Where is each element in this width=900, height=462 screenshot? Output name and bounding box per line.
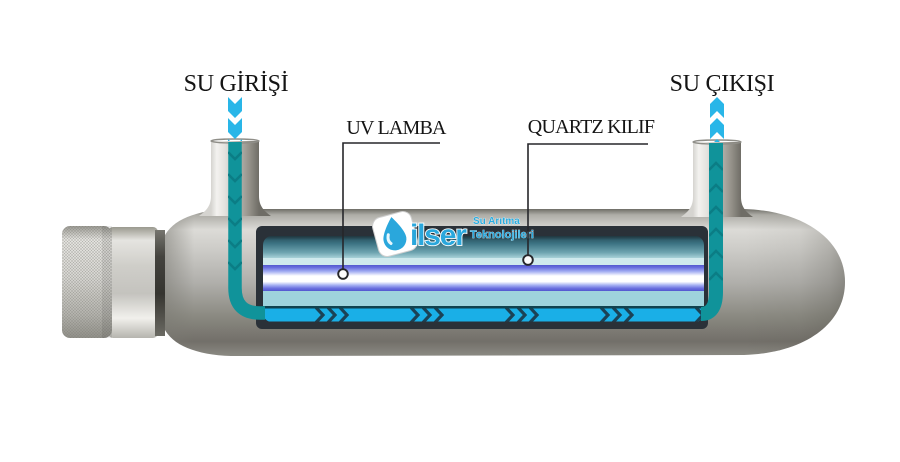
body-cone-shade [164, 209, 231, 356]
water-top-band [263, 236, 704, 258]
dome-shade [744, 209, 845, 355]
logo-tagline-2: Teknolojileri [470, 229, 534, 241]
water-drop-highlight [386, 233, 393, 245]
quartz-callout-dot [522, 254, 534, 266]
label-water-inlet: SU GİRİŞİ [183, 71, 289, 97]
uv-lamp-glow [263, 265, 704, 291]
label-water-outlet: SU ÇIKIŞI [669, 71, 775, 97]
label-uv-lamp: UV LAMBA [346, 117, 446, 139]
knurl-shadow [102, 226, 112, 338]
logo-brand: ilser [410, 219, 467, 252]
cutaway-inner-shadow [263, 236, 704, 240]
outlet-flow-notches [709, 150, 723, 286]
label-quartz-sleeve: QUARTZ KILIF [527, 116, 655, 138]
callouts [337, 142, 648, 280]
quartz-callout-line [527, 143, 648, 255]
cap-oring [155, 230, 165, 336]
cap-collar [108, 227, 158, 338]
uv-lamp-callout-dot [337, 268, 349, 280]
cutaway-window [256, 226, 708, 329]
water-flow-path [228, 142, 723, 321]
quartz-sleeve-bottom [263, 291, 704, 306]
logo-tagline-1: Su Arıtma [473, 216, 520, 227]
quartz-sleeve-top [263, 258, 704, 265]
outlet-flow-elbow [700, 143, 723, 321]
inlet-arrow [228, 97, 242, 141]
inlet-flow-notches [228, 146, 242, 282]
uv-lamp-callout-line [342, 142, 440, 269]
ilser-logo: ilser Su Arıtma Teknolojileri [372, 211, 534, 257]
knurled-texture [62, 226, 112, 338]
flow-band-notches [263, 308, 704, 322]
inlet-flow-elbow [228, 142, 265, 320]
outlet-arrow [710, 97, 724, 142]
flow-band-bg [263, 306, 704, 309]
